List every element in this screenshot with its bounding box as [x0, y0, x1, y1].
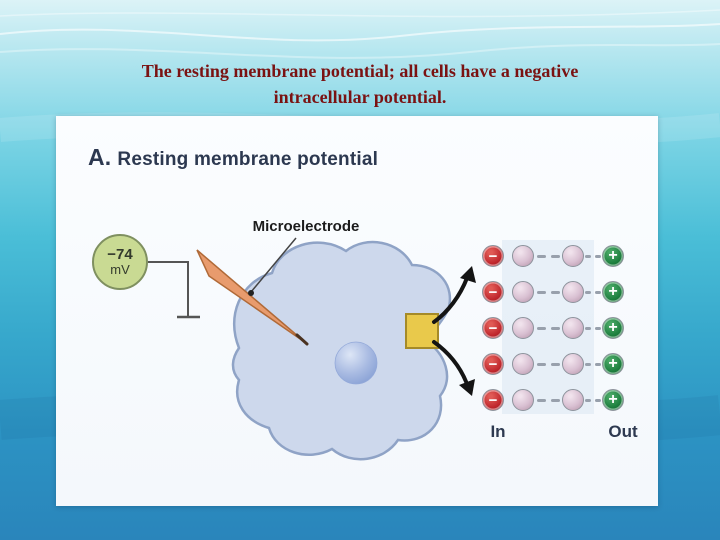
ion-row: − +	[482, 317, 624, 339]
ion-row: − +	[482, 389, 624, 411]
bond-dashes	[534, 398, 562, 402]
negative-ion: −	[482, 353, 504, 375]
bond-dashes	[584, 254, 602, 258]
ion-flow-arrow-down-head	[459, 379, 475, 396]
negative-ion: −	[482, 245, 504, 267]
in-label: In	[490, 422, 506, 441]
ion-row: − +	[482, 281, 624, 303]
bond-dashes	[584, 290, 602, 294]
membrane-ion-right	[562, 353, 584, 375]
slide-title-line1: The resting membrane potential; all cell…	[141, 61, 579, 81]
figure-heading-text: Resting membrane potential	[117, 149, 379, 170]
wave-line	[0, 9, 720, 18]
membrane-ion-right	[562, 389, 584, 411]
cell-diagram	[148, 237, 594, 461]
membrane-ion-right	[562, 281, 584, 303]
bond-dashes	[534, 362, 562, 366]
membrane-ion-left	[512, 317, 534, 339]
membrane-ion-left	[512, 389, 534, 411]
microelectrode-pointer-dot	[248, 290, 254, 296]
positive-ion: +	[602, 281, 624, 303]
microelectrode-label: Microelectrode	[252, 218, 360, 235]
positive-ion: +	[602, 389, 624, 411]
membrane-ion-left	[512, 245, 534, 267]
cell-nucleus	[334, 341, 378, 385]
wave-line	[0, 43, 720, 59]
ion-row: − +	[482, 353, 624, 375]
bond-dashes	[584, 326, 602, 330]
ion-flow-arrow-up	[432, 276, 469, 324]
negative-ion: −	[482, 281, 504, 303]
slide-title-line2: intracellular potential.	[273, 87, 447, 108]
wave-line	[0, 23, 720, 42]
bond-dashes	[534, 254, 562, 258]
positive-ion: +	[602, 353, 624, 375]
microelectrode-pointer-line	[250, 237, 297, 293]
membrane-ion-right	[562, 245, 584, 267]
ion-flow-arrow-down	[432, 340, 469, 386]
ion-row: − +	[482, 245, 624, 267]
membrane-ion-left	[512, 353, 534, 375]
ion-flow-arrow-up-head	[460, 266, 476, 283]
bond-dashes	[584, 398, 602, 402]
bond-dashes	[584, 362, 602, 366]
figure-heading: A.Resting membrane potential	[88, 144, 378, 171]
figure-heading-prefix: A.	[88, 144, 112, 170]
membrane-ion-right	[562, 317, 584, 339]
negative-ion: −	[482, 389, 504, 411]
out-label: Out	[608, 422, 638, 441]
microelectrode-cone	[196, 249, 307, 344]
microelectrode-tip	[295, 333, 309, 346]
voltmeter-reading: −74	[107, 246, 133, 264]
positive-ion: +	[602, 245, 624, 267]
figure-panel: A.Resting membrane potential −74 mV Micr…	[56, 116, 658, 506]
bond-dashes	[534, 290, 562, 294]
voltmeter-unit: mV	[110, 262, 130, 278]
membrane-ion-left	[512, 281, 534, 303]
bond-dashes	[534, 326, 562, 330]
reference-electrode-wire	[148, 261, 189, 317]
positive-ion: +	[602, 317, 624, 339]
negative-ion: −	[482, 317, 504, 339]
voltmeter-display: −74 mV	[92, 234, 148, 290]
slide-title: The resting membrane potential; all cell…	[0, 58, 720, 110]
